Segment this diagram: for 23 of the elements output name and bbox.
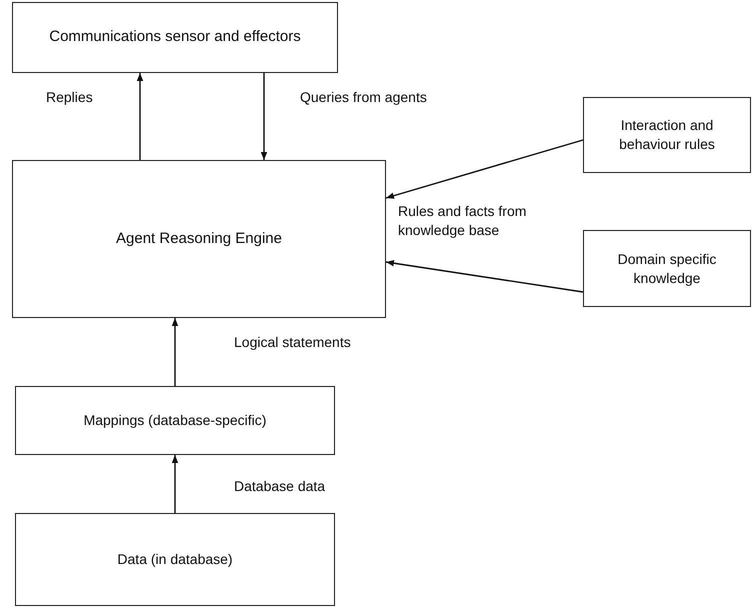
box-label: Mappings (database-specific) xyxy=(84,411,266,430)
arrow xyxy=(386,260,584,293)
edge-label: Database data xyxy=(234,477,326,496)
box-label: Domain specific knowledge xyxy=(616,250,718,288)
process-box xyxy=(583,230,751,307)
edge-label: Logical statements xyxy=(234,333,351,352)
process-box xyxy=(12,160,386,318)
arrow xyxy=(260,73,268,160)
box-label: Data (in database) xyxy=(117,550,233,569)
arrow xyxy=(386,139,584,199)
box-label: Communications sensor and effectors xyxy=(49,27,301,48)
process-box xyxy=(583,97,751,173)
arrow xyxy=(172,455,178,513)
process-box xyxy=(15,386,335,455)
edge-label: Replies xyxy=(46,88,93,107)
arrow xyxy=(136,73,144,160)
arrow xyxy=(172,318,178,386)
process-box xyxy=(12,2,338,73)
annotation-text: Rules and facts from knowledge base xyxy=(398,202,528,240)
edge-label: Queries from agents xyxy=(300,88,427,107)
process-box xyxy=(15,513,335,606)
box-label: Interaction and behaviour rules xyxy=(618,116,716,154)
box-label: Agent Reasoning Engine xyxy=(116,228,282,249)
